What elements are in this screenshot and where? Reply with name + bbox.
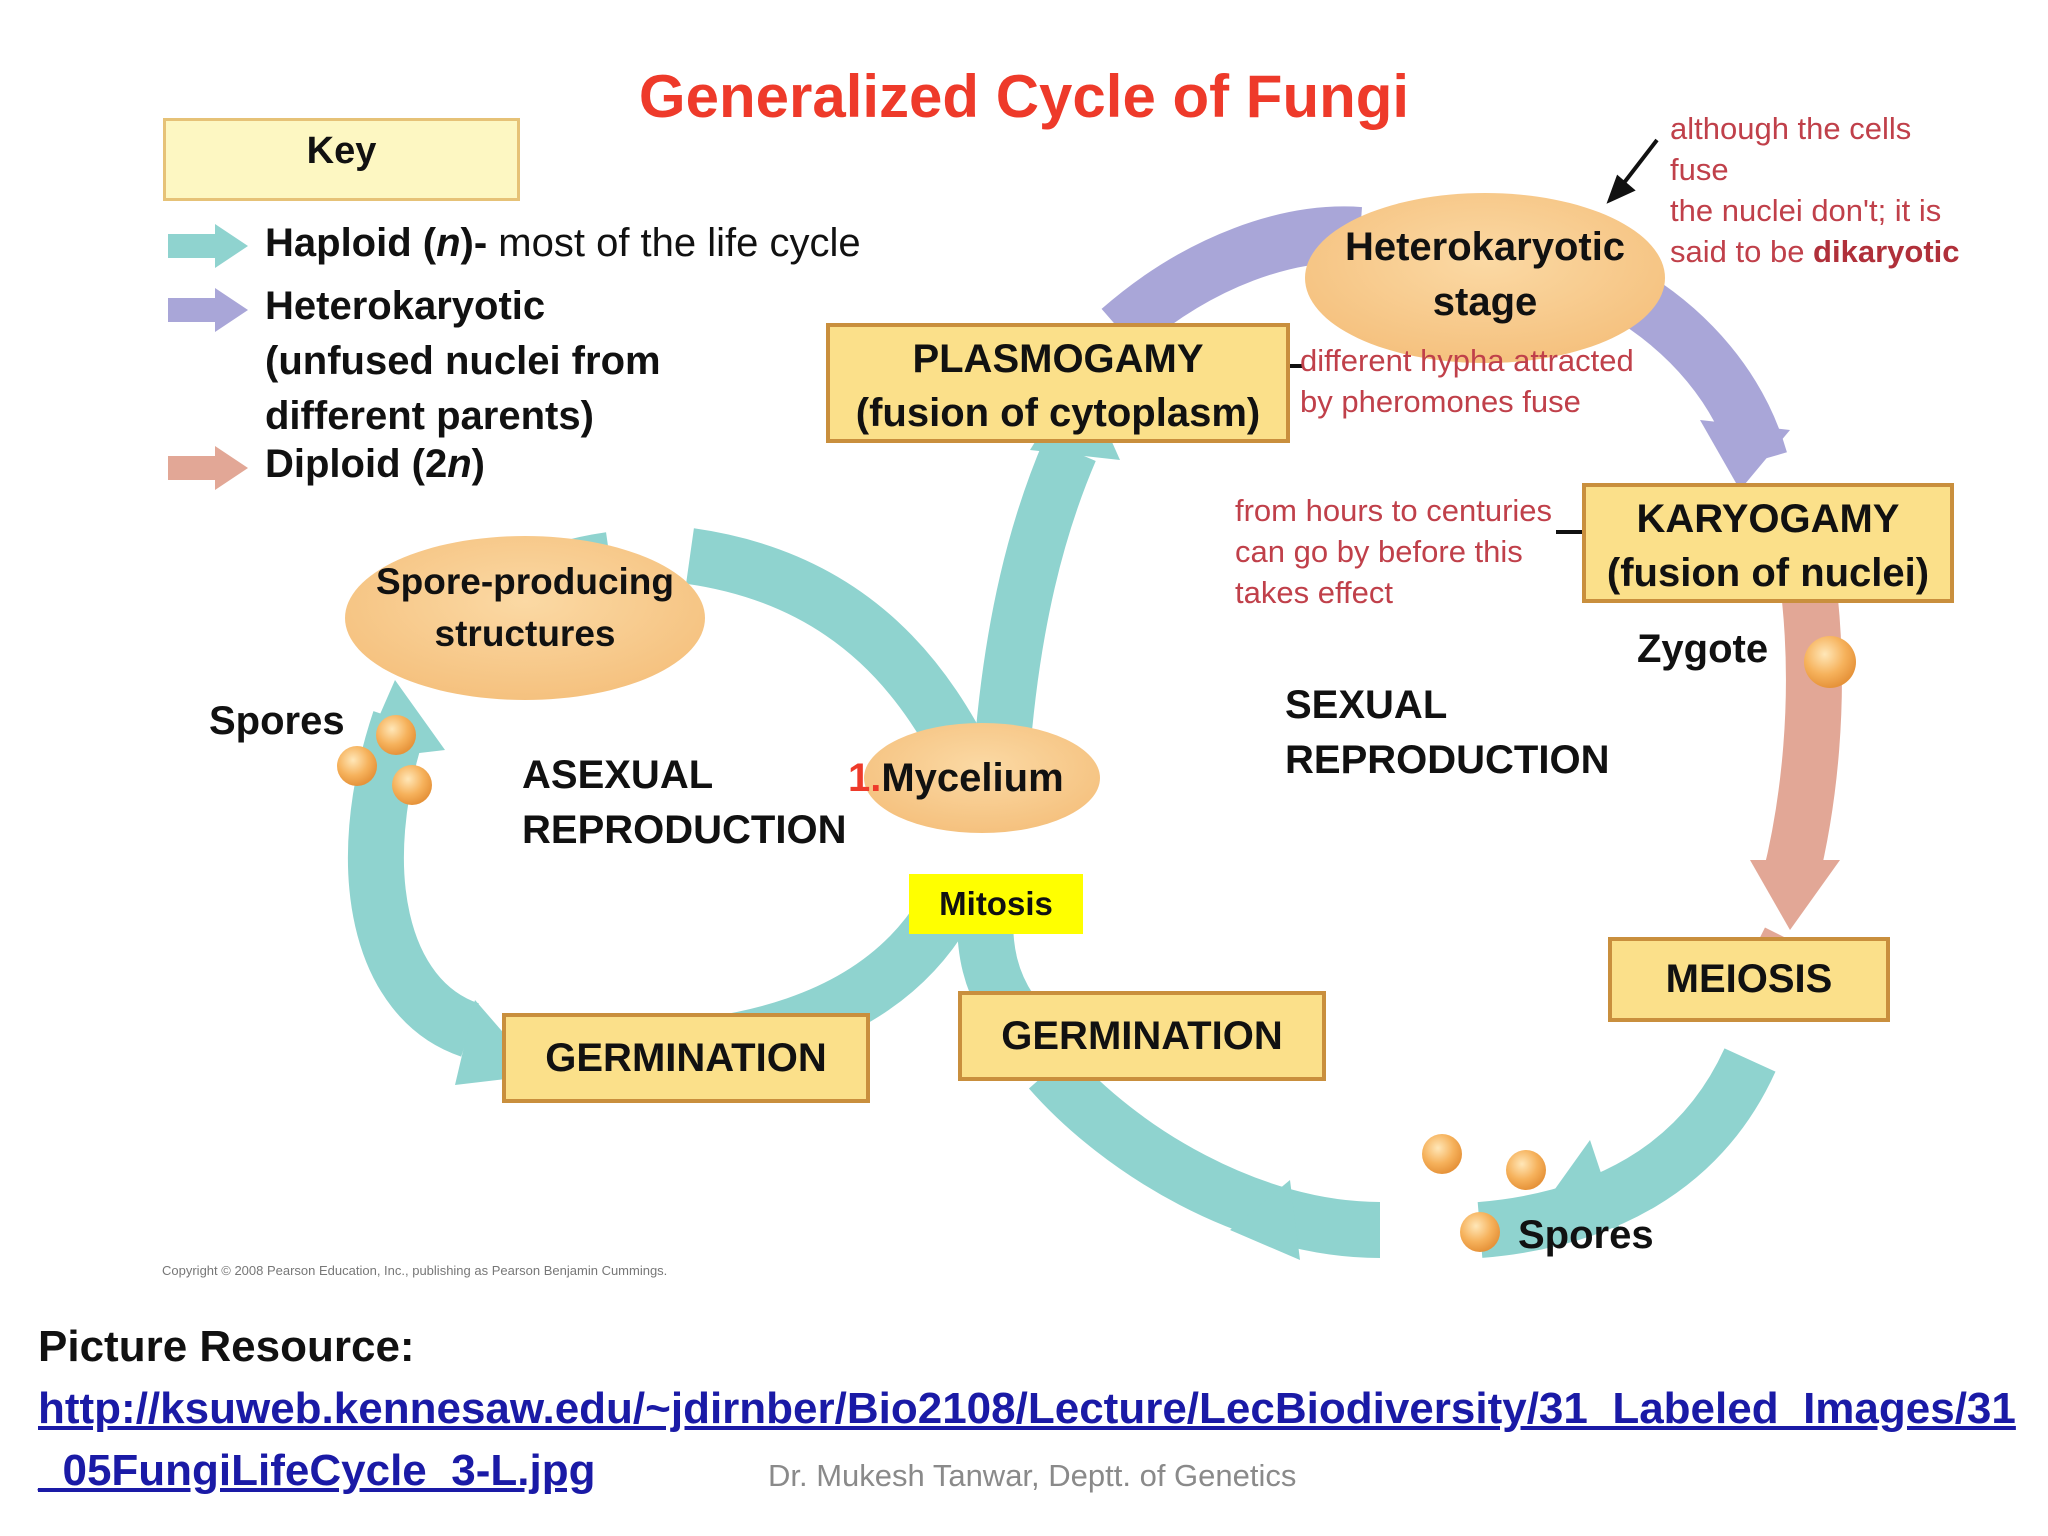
legend-diploid: Diploid (2n) [265, 442, 485, 486]
heterokaryotic-stage-ellipse [1305, 193, 1665, 363]
spores-left-label: Spores [209, 699, 345, 743]
haploid-up-arrow [972, 438, 1096, 782]
zygote-label: Zygote [1637, 627, 1769, 671]
plasmogamy-box: PLASMOGAMY (fusion of cytoplasm) [826, 323, 1290, 443]
spore-producing-label: Spore-producing structures [375, 561, 675, 654]
diploid-arrow [1762, 597, 1842, 887]
sexual-return-arrowhead [1540, 1140, 1620, 1230]
meiosis-box: MEIOSIS [1608, 937, 1890, 1022]
key-box [163, 118, 520, 201]
resource-link[interactable]: http://ksuweb.kennesaw.edu/~jdirnber/Bio… [38, 1384, 2016, 1495]
heterokaryotic-swatch-icon [168, 288, 248, 332]
mycelium-label: 1.Mycelium [848, 756, 1064, 800]
legend-haploid: Haploid (n)- most of the life cycle [265, 221, 861, 265]
mycelium-ellipse [864, 723, 1100, 833]
page-title: Generalized Cycle of Fungi [638, 63, 1410, 130]
copyright-text: Copyright © 2008 Pearson Education, Inc.… [162, 1263, 668, 1278]
dikaryotic-note: although the cells fuse the nuclei don't… [1670, 111, 1960, 269]
spore [1422, 1134, 1462, 1174]
spore-producing-ellipse [345, 536, 705, 700]
legend-heterokaryotic: Heterokaryotic (unfused nuclei from diff… [265, 284, 661, 438]
spore [337, 746, 377, 786]
karyogamy-box: KARYOGAMY (fusion of nuclei) [1582, 483, 1954, 603]
centuries-note: from hours to centuries can go by before… [1235, 493, 1553, 610]
germination-right-box: GERMINATION [958, 991, 1326, 1081]
spore [1460, 1212, 1500, 1252]
spores-bottom-label: Spores [1518, 1213, 1654, 1257]
resource-title: Picture Resource: [38, 1322, 415, 1371]
germination-left-box: GERMINATION [502, 1013, 870, 1103]
asexual-reproduction-label: ASEXUAL REPRODUCTION [522, 753, 847, 852]
pheromones-note: different hypha attracted by pheromones … [1300, 343, 1634, 419]
spore [376, 715, 416, 755]
heterokaryotic-arrowhead [1700, 420, 1790, 490]
spore [1506, 1150, 1546, 1190]
zygote-spore [1804, 636, 1856, 688]
mitosis-label: Mitosis [909, 874, 1083, 934]
diploid-swatch-icon [168, 446, 248, 490]
diploid-arrowhead [1750, 860, 1840, 930]
key-label: Key [306, 130, 377, 172]
heterokaryotic-stage-label: Heterokaryotic stage [1344, 225, 1626, 324]
sexual-bottom-arrowhead [1230, 1180, 1300, 1260]
sexual-reproduction-label: SEXUAL REPRODUCTION [1285, 683, 1610, 782]
spores-bottom [1422, 1134, 1546, 1252]
author-credit: Dr. Mukesh Tanwar, Deptt. of Genetics [768, 1458, 1297, 1493]
spore [392, 765, 432, 805]
haploid-swatch-icon [168, 224, 248, 268]
spores-left [337, 715, 432, 805]
